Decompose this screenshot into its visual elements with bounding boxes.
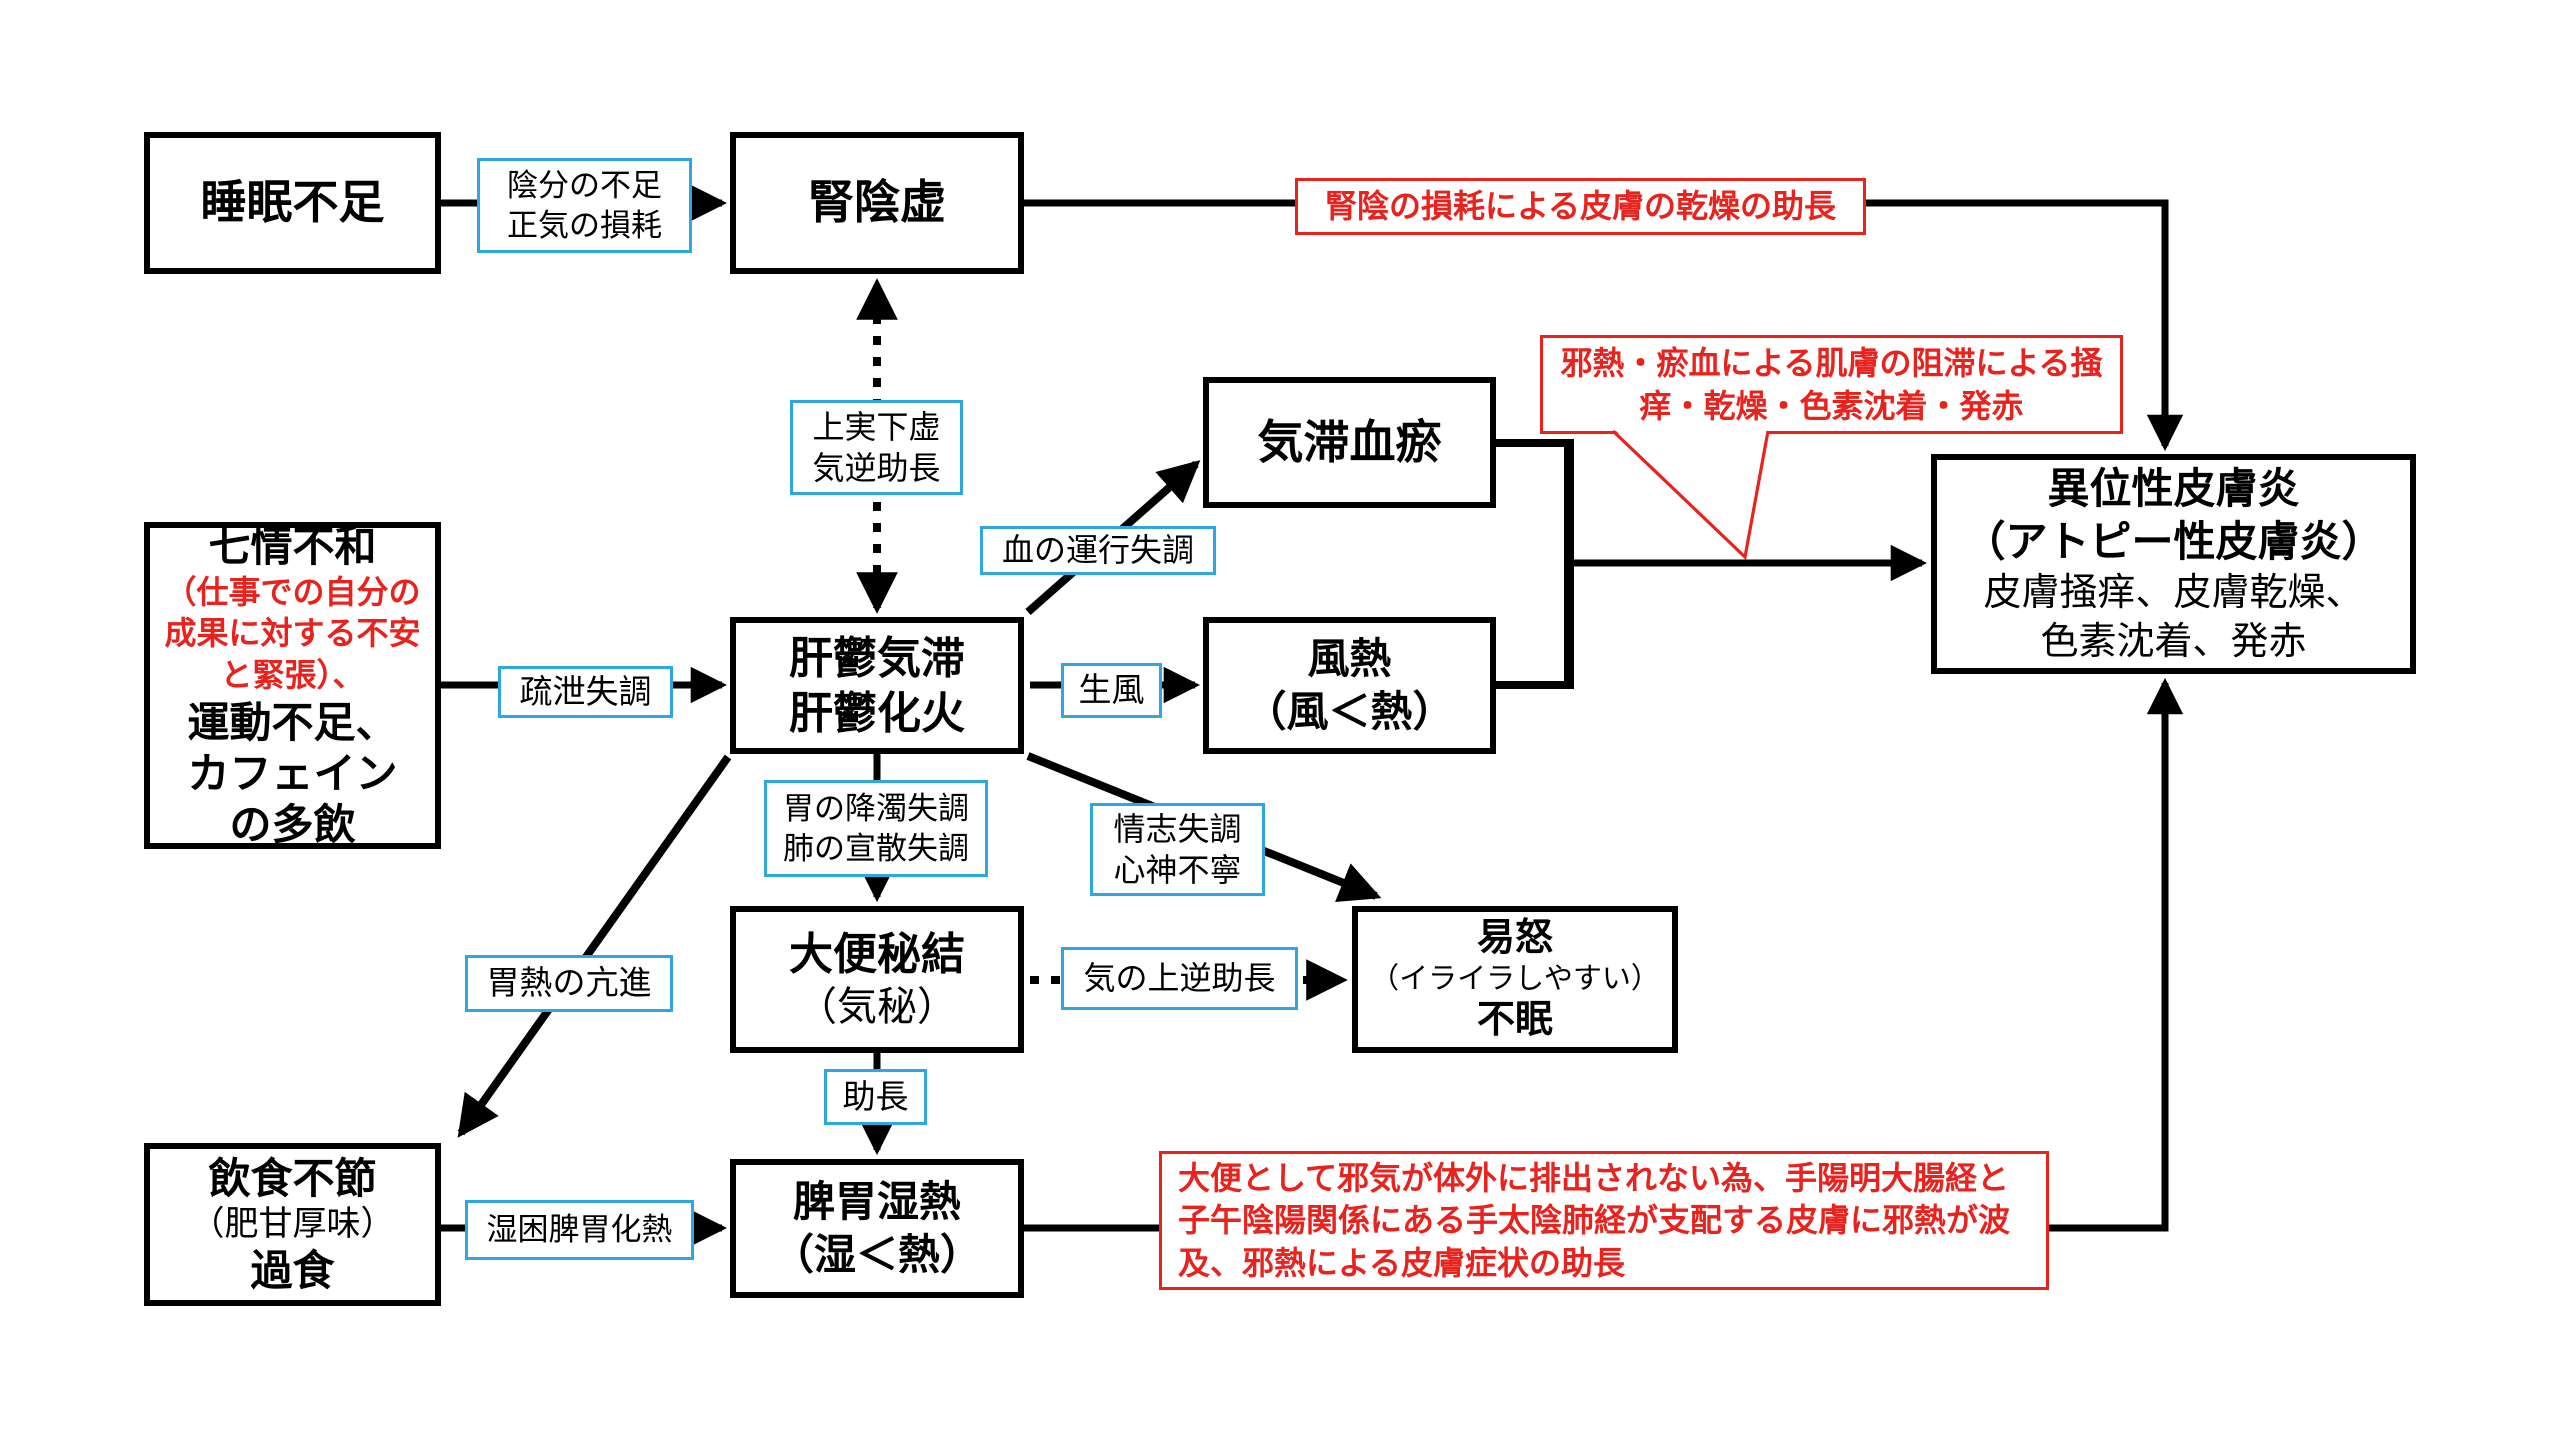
- node-symptoms: 皮膚掻痒、皮膚乾燥、: [1983, 572, 2364, 615]
- annotation-text: 及、邪熱による皮膚症状の助長: [1178, 1244, 1626, 1281]
- node-label: 易怒: [1476, 917, 1553, 960]
- node-liver-qi-stagnation: 肝鬱気滞 肝鬱化火: [730, 617, 1024, 754]
- edge-label-upper-excess: 上実下虚 気逆助長: [790, 400, 963, 495]
- node-sublabel-red: （仕事での自分の成果に対する不安と緊張）、: [164, 573, 421, 694]
- edge-label-text: 疏泄失調: [519, 672, 652, 710]
- node-sublabel: （気秘）: [797, 985, 957, 1029]
- node-qi-stagnation-blood-stasis: 気滞血瘀: [1203, 377, 1496, 508]
- edge-label-text: 陰分の不足: [507, 167, 662, 203]
- node-label: 不眠: [1476, 999, 1553, 1042]
- node-label: 風熱: [1307, 635, 1392, 682]
- edge-label-blood-circulation: 血の運行失調: [980, 526, 1216, 575]
- edge-label-text: 正気の損耗: [507, 207, 662, 243]
- edge-label-emotional-disorder: 情志失調 心神不寧: [1090, 803, 1265, 896]
- node-label: 脾胃湿熱: [792, 1178, 961, 1225]
- node-constipation: 大便秘結 （気秘）: [730, 906, 1024, 1053]
- edge-label-text: 上実下虚: [812, 408, 941, 445]
- node-sublabel: （肥甘厚味）: [190, 1204, 395, 1243]
- node-label: （風＜熱）: [1244, 687, 1455, 735]
- node-sublabel: （イライラしやすい）: [1370, 962, 1660, 995]
- edge-label-text: 胃の降濁失調: [783, 790, 969, 826]
- annotation-skin-blockage-callout: 邪熱・瘀血による肌膚の阻滞による掻 痒・乾燥・色素沈着・発赤: [1540, 335, 2123, 434]
- node-label: 異位性皮膚炎: [2047, 464, 2300, 512]
- annotation-kidney-dryness: 腎陰の損耗による皮膚の乾燥の助長: [1295, 178, 1866, 235]
- annotation-text: 痒・乾燥・色素沈着・発赤: [1639, 387, 2024, 424]
- edge-label-text: 血の運行失調: [1001, 532, 1194, 569]
- node-label: の多飲: [229, 801, 356, 849]
- node-label: 気滞血瘀: [1257, 415, 1442, 468]
- edge-label-text: 気逆助長: [812, 449, 941, 486]
- node-label: 肝鬱化火: [789, 688, 965, 738]
- node-label: 大便秘結: [789, 930, 965, 979]
- edge-label-stomach-lung-failure: 胃の降濁失調 肺の宣散失調: [764, 780, 988, 877]
- node-label: 腎陰虚: [808, 176, 946, 229]
- arrow-liver-to-diet: [457, 754, 732, 1138]
- edge-label-text: 情志失調: [1113, 810, 1242, 847]
- node-dietary-irregularity: 飲食不節 （肥甘厚味） 過食: [144, 1143, 441, 1306]
- edge-label-wind-generation: 生風: [1061, 663, 1162, 718]
- node-wind-heat: 風熱 （風＜熱）: [1203, 617, 1496, 754]
- edge-label-text: 肺の宣散失調: [783, 830, 969, 866]
- edge-label-yin-insufficiency: 陰分の不足 正気の損耗: [477, 158, 692, 253]
- edge-label-text: 気の上逆助長: [1083, 960, 1276, 997]
- edge-label-text: 心神不寧: [1113, 851, 1242, 888]
- edge-label-aggravation: 助長: [824, 1069, 927, 1125]
- annotation-bowel-heat: 大便として邪気が体外に排出されない為、手陽明大腸経と 子午陰陽関係にある手太陰肺…: [1159, 1151, 2049, 1290]
- edge-label-qi-counterflow: 気の上逆助長: [1061, 947, 1298, 1010]
- annotation-text: 邪熱・瘀血による肌膚の阻滞による掻: [1560, 345, 2103, 382]
- node-label: 睡眠不足: [200, 176, 385, 229]
- annotation-text: 腎陰の損耗による皮膚の乾燥の助長: [1324, 188, 1837, 225]
- node-spleen-stomach-damp-heat: 脾胃湿熱 （湿＜熱）: [730, 1159, 1024, 1298]
- node-sleep-deprivation: 睡眠不足: [144, 132, 441, 274]
- node-label: 飲食不節: [208, 1154, 377, 1202]
- annotation-text: 子午陰陽関係にある手太陰肺経が支配する皮膚に邪熱が波: [1178, 1202, 2011, 1239]
- node-label: 過食: [250, 1247, 335, 1295]
- node-atopic-dermatitis: 異位性皮膚炎 （アトピー性皮膚炎） 皮膚掻痒、皮膚乾燥、 色素沈着、発赤: [1931, 454, 2416, 674]
- node-label: 七情不和: [208, 522, 377, 570]
- edge-label-text: 助長: [842, 1077, 909, 1115]
- node-label: カフェイン: [187, 749, 398, 797]
- edge-label-text: 湿困脾胃化熱: [486, 1212, 673, 1248]
- edge-label-dispersion-failure: 疏泄失調: [498, 666, 673, 718]
- node-seven-emotions: 七情不和 （仕事での自分の成果に対する不安と緊張）、 運動不足、 カフェイン の…: [144, 522, 441, 849]
- edge-label-text: 生風: [1078, 671, 1145, 709]
- node-symptoms: 色素沈着、発赤: [2040, 620, 2307, 663]
- edge-label-damp-stagnation: 湿困脾胃化熱: [465, 1200, 694, 1260]
- edge-label-stomach-heat: 胃熱の亢進: [465, 955, 673, 1012]
- node-label: 肝鬱気滞: [789, 633, 965, 683]
- edge-label-text: 胃熱の亢進: [486, 964, 652, 1002]
- node-kidney-yin-deficiency: 腎陰虚: [730, 132, 1024, 274]
- node-label: （アトピー性皮膚炎）: [1963, 518, 2384, 566]
- node-label: （湿＜熱）: [771, 1230, 982, 1278]
- node-label: 運動不足、: [187, 698, 398, 746]
- node-irritability-insomnia: 易怒 （イライラしやすい） 不眠: [1352, 906, 1678, 1053]
- annotation-text: 大便として邪気が体外に排出されない為、手陽明大腸経と: [1178, 1160, 2010, 1197]
